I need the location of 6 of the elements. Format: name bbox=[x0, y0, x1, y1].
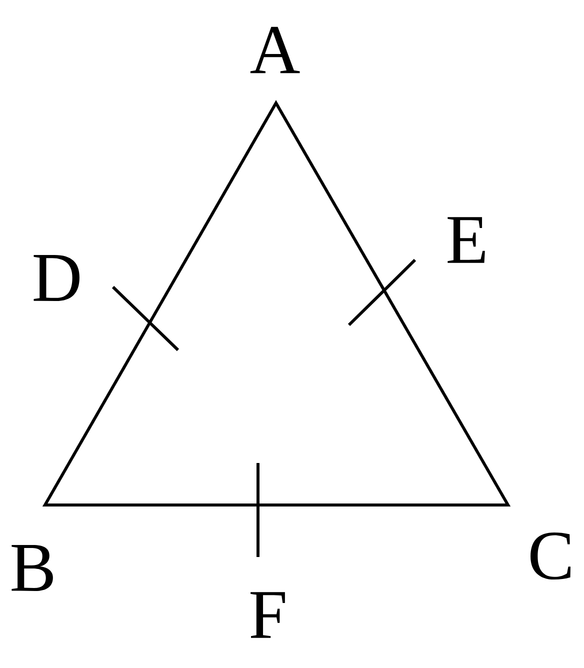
vertex-label: F bbox=[250, 592, 285, 638]
vertex-label: A bbox=[250, 26, 300, 74]
vertex-label: E bbox=[448, 217, 485, 263]
vertex-label: B bbox=[12, 544, 53, 592]
vertex-label: D bbox=[34, 255, 80, 301]
vertex-label: C bbox=[530, 532, 570, 580]
